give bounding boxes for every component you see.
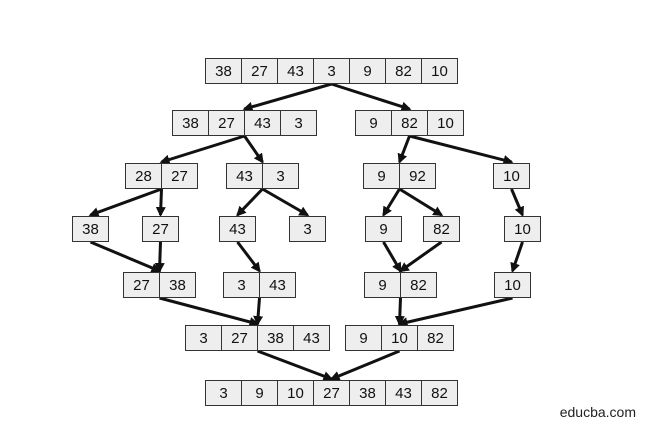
arrow-e3-to-f1 bbox=[397, 296, 513, 328]
arrow-d6-to-e3 bbox=[510, 241, 524, 273]
array-d4: 9 bbox=[365, 216, 402, 242]
array-cell: 82 bbox=[417, 325, 454, 351]
array-c3: 10 bbox=[493, 163, 530, 189]
arrow-d4-to-e2 bbox=[382, 241, 402, 273]
array-cell: 43 bbox=[219, 216, 256, 242]
array-cell: 9 bbox=[241, 380, 278, 406]
arrow-c0-to-d1 bbox=[155, 188, 166, 217]
array-cell: 27 bbox=[221, 325, 258, 351]
array-e3: 10 bbox=[494, 272, 531, 298]
array-cell: 27 bbox=[161, 163, 198, 189]
arrow-e0-to-f0 bbox=[159, 296, 260, 327]
array-cell: 43 bbox=[226, 163, 263, 189]
arrow-f0-to-g0 bbox=[256, 349, 334, 381]
array-d0: 38 bbox=[72, 216, 109, 242]
array-cell: 27 bbox=[208, 110, 245, 136]
arrow-c2-to-d5 bbox=[398, 187, 444, 217]
array-cell: 38 bbox=[205, 58, 242, 84]
array-cell: 3 bbox=[185, 325, 222, 351]
array-cell: 27 bbox=[241, 58, 278, 84]
arrow-d1-to-e0 bbox=[154, 241, 165, 273]
arrow-b1-to-c2 bbox=[397, 135, 411, 164]
array-cell: 38 bbox=[257, 325, 294, 351]
array-cell: 27 bbox=[123, 272, 160, 298]
arrow-d2-to-e1 bbox=[236, 241, 261, 273]
array-cell: 38 bbox=[159, 272, 196, 298]
arrow-e1-to-f0 bbox=[253, 297, 264, 326]
array-cell: 10 bbox=[427, 110, 464, 136]
array-cell: 9 bbox=[345, 325, 382, 351]
arrow-f1-to-g0 bbox=[329, 349, 401, 381]
array-cell: 27 bbox=[313, 380, 350, 406]
arrow-d5-to-e2 bbox=[398, 240, 443, 273]
array-cell: 3 bbox=[280, 110, 317, 136]
array-cell: 9 bbox=[349, 58, 386, 84]
array-cell: 82 bbox=[400, 272, 437, 298]
arrow-b1-to-c3 bbox=[409, 134, 514, 165]
array-cell: 9 bbox=[365, 216, 402, 242]
arrow-c1-to-d2 bbox=[236, 187, 264, 217]
watermark-text: educba.com bbox=[559, 404, 636, 420]
array-cell: 82 bbox=[391, 110, 428, 136]
array-cell: 82 bbox=[421, 380, 458, 406]
array-cell: 10 bbox=[504, 216, 541, 242]
arrow-c1-to-d3 bbox=[261, 187, 310, 217]
array-cell: 82 bbox=[385, 58, 422, 84]
arrow-e2-to-f1 bbox=[394, 297, 405, 326]
arrow-c0-to-d0 bbox=[88, 187, 163, 217]
array-cell: 3 bbox=[262, 163, 299, 189]
array-d6: 10 bbox=[504, 216, 541, 242]
arrow-d0-to-e0 bbox=[89, 240, 162, 273]
array-cell: 3 bbox=[223, 272, 260, 298]
array-cell: 3 bbox=[313, 58, 350, 84]
array-cell: 82 bbox=[423, 216, 460, 242]
array-cell: 43 bbox=[244, 110, 281, 136]
array-cell: 3 bbox=[205, 380, 242, 406]
array-cell: 38 bbox=[172, 110, 209, 136]
arrow-a0-to-b0 bbox=[242, 82, 332, 112]
array-cell: 92 bbox=[399, 163, 436, 189]
array-cell: 10 bbox=[381, 325, 418, 351]
array-cell: 38 bbox=[72, 216, 109, 242]
array-d3: 3 bbox=[289, 216, 326, 242]
array-cell: 9 bbox=[355, 110, 392, 136]
arrow-a0-to-b1 bbox=[331, 82, 412, 112]
array-cell: 27 bbox=[142, 216, 179, 242]
array-cell: 43 bbox=[293, 325, 330, 351]
array-cell: 3 bbox=[289, 216, 326, 242]
arrow-b0-to-c1 bbox=[243, 135, 264, 164]
array-cell: 38 bbox=[349, 380, 386, 406]
array-d1: 27 bbox=[142, 216, 179, 242]
arrow-c2-to-d4 bbox=[382, 188, 401, 217]
array-cell: 10 bbox=[493, 163, 530, 189]
array-d2: 43 bbox=[219, 216, 256, 242]
array-cell: 43 bbox=[277, 58, 314, 84]
array-d5: 82 bbox=[423, 216, 460, 242]
array-cell: 10 bbox=[421, 58, 458, 84]
array-cell: 9 bbox=[363, 163, 400, 189]
arrow-b0-to-c0 bbox=[159, 134, 245, 165]
array-cell: 10 bbox=[494, 272, 531, 298]
array-cell: 10 bbox=[277, 380, 314, 406]
array-cell: 28 bbox=[125, 163, 162, 189]
array-cell: 9 bbox=[364, 272, 401, 298]
array-cell: 43 bbox=[259, 272, 296, 298]
arrow-c3-to-d6 bbox=[510, 188, 524, 217]
array-cell: 43 bbox=[385, 380, 422, 406]
